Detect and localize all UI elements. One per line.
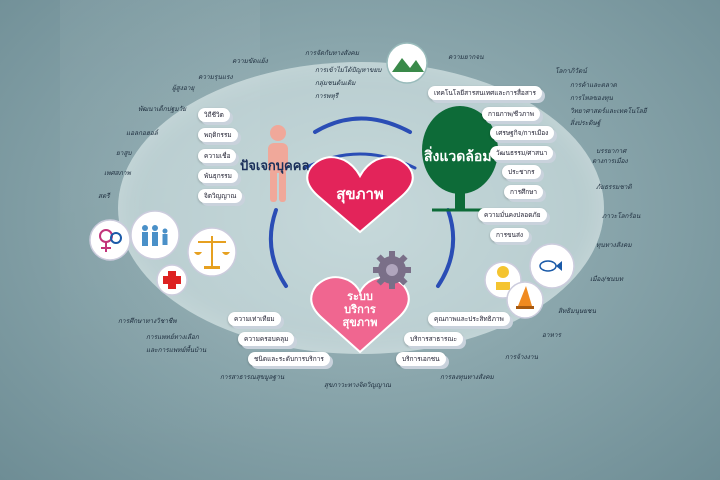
environment-title: สิ่งแวดล้อม <box>424 149 492 165</box>
pill-physical: กายภาพ/ชีวภาพ <box>482 107 541 121</box>
right-text-employment: การจ้างงาน <box>505 353 538 361</box>
pill-economy: เศรษฐกิจ/การเมือง <box>490 126 555 140</box>
boat-icon <box>506 281 544 319</box>
right-text-politics: ตางการเมือง <box>592 157 628 165</box>
left-text-alcohol: แอลกอฮอล์ <box>126 129 158 137</box>
gear-icon <box>373 251 411 289</box>
bottom-text-spiritual: สุขภาวะทางจิตวิญญาณ <box>324 381 392 389</box>
pill-public-service: บริการสาธารณะ <box>404 332 463 346</box>
top-text-access: การเข้าไม่ได้ปัญหาขยบ <box>315 66 382 74</box>
pill-education: การศึกษา <box>504 185 544 199</box>
right-text-trade: การค้าและตลาด <box>570 81 617 89</box>
top-text-social: การจัดกับทางสังคม <box>305 49 360 57</box>
left-text-violence: ความรุนแรง <box>198 73 233 81</box>
pill-service-level: ชนิดและระดับการบริการ <box>248 352 330 366</box>
system-heart-shape <box>310 276 410 354</box>
health-heart-label: สุขภาพ <box>336 185 384 203</box>
pill-coverage: ความครอบคลุม <box>238 332 295 346</box>
right-text-atmosphere: บรรยากาศ <box>596 147 627 155</box>
pill-security: ความมั่นคงปลอดภัย <box>478 208 547 222</box>
right-text-social-investment: การลงทุนทางสังคม <box>440 373 494 381</box>
bottom-text-folk: และการแพทย์พื้นบ้าน <box>146 346 207 354</box>
left-text-conflict: ความขัดแย้ง <box>232 57 268 65</box>
pill-behaviour: พฤติกรรม <box>198 128 238 142</box>
pill-beliefs: ความเชื่อ <box>198 149 237 163</box>
right-text-disaster: ภัยธรรมชาติ <box>596 183 632 191</box>
top-text-indigenous: กลุ่มชนต้นเดิม <box>315 79 356 87</box>
pill-culture: วัฒนธรรม/ศาสนา <box>490 146 554 160</box>
scales-icon <box>187 227 237 277</box>
system-heart-label: ระบบ บริการ สุขภาพ <box>342 290 378 329</box>
pill-ict: เทคโนโลยีสารสนเทศและการสื่อสาร <box>428 86 542 100</box>
health-heart-shape <box>306 156 414 234</box>
pill-transport: การขนส่ง <box>490 228 530 242</box>
top-text-poverty: ความยากจน <box>448 53 484 61</box>
bottom-text-primary-care: การสาธารณสุขมูลฐาน <box>220 373 285 381</box>
person-icon <box>268 125 288 202</box>
pill-quality: คุณภาพและประสิทธิภาพ <box>428 312 510 326</box>
left-text-women: สตรี <box>98 192 110 200</box>
bottom-text-alternative: การแพทย์ทางเลือก <box>146 333 199 341</box>
right-text-human-rights: สิทธิมนุษยชน <box>558 307 596 315</box>
right-text-science: วิทยาศาสตร์และเทคโนโลยี <box>570 107 647 115</box>
left-text-elderly: ผู้สูงอายุ <box>172 84 195 92</box>
left-text-gender: เพศสภาพ <box>104 169 131 177</box>
bottom-text-professional: การศึกษาทางวิชาชีพ <box>118 317 177 325</box>
individual-title: ปัจเจกบุคคล <box>240 159 310 174</box>
pill-spirituality: จิตวิญญาณ <box>198 189 243 203</box>
gender-icon <box>89 219 131 261</box>
right-text-social-capital: ทุนทางสังคม <box>596 241 632 249</box>
pill-private-service: บริการเอกชน <box>396 352 446 366</box>
pill-lifestyle: วิถีชีวิต <box>198 108 230 122</box>
fish-icon <box>529 243 575 289</box>
right-text-warming: ภาวะโลกร้อน <box>602 212 641 220</box>
right-text-food: อาหาร <box>542 331 561 339</box>
left-text-early-childhood: พัฒนาเด็กปฐมวัย <box>138 105 187 113</box>
left-text-tobacco: ยาสูบ <box>116 149 132 157</box>
pill-equity: ความเท่าเทียม <box>228 312 281 326</box>
right-text-globalization: โลกาภิวัตน์ <box>555 67 587 75</box>
right-text-capital: การไหลของทุน <box>570 94 613 102</box>
right-text-urban-rural: เมือง/ชนบท <box>590 275 624 283</box>
right-text-invention: สิ่งประดิษฐ์ <box>570 119 601 127</box>
top-text-migrants: การพหุรี <box>315 92 339 100</box>
family-icon <box>130 210 180 260</box>
medical-cross-icon <box>156 264 188 296</box>
pill-genetics: พันธุกรรม <box>198 169 238 183</box>
pill-population: ประชากร <box>502 165 541 179</box>
landscape-icon <box>386 42 428 84</box>
